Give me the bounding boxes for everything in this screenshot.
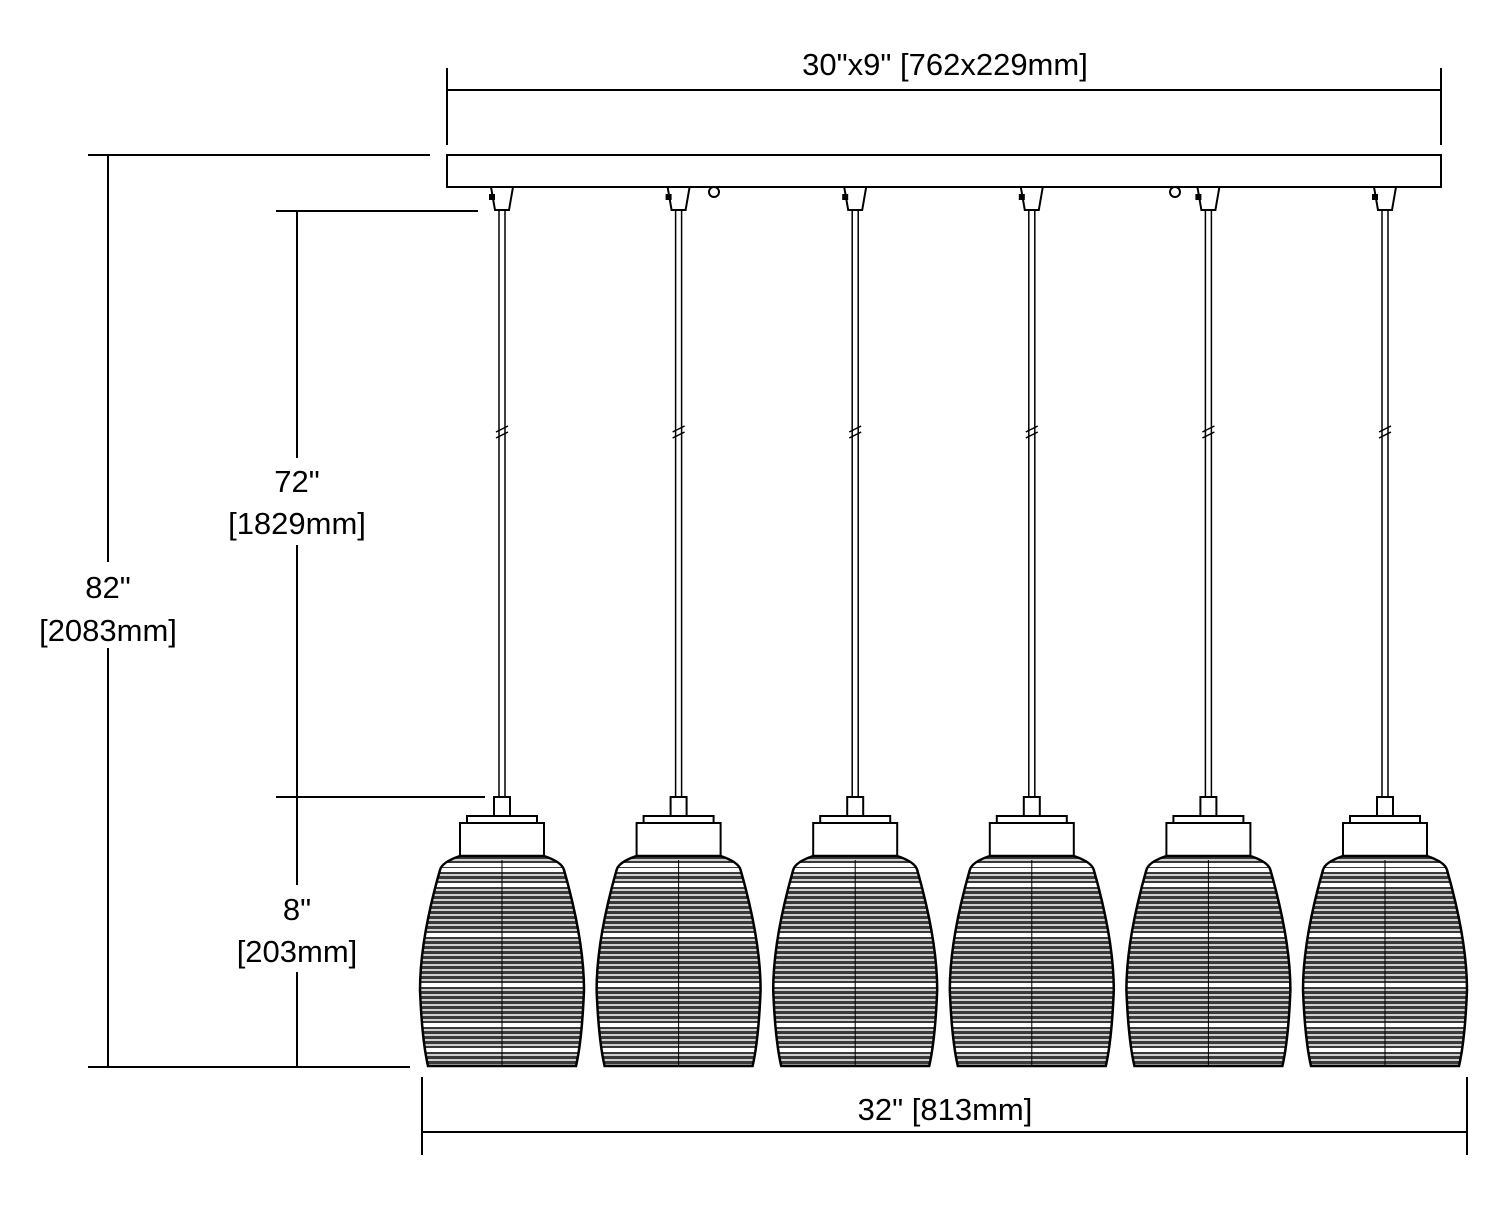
cord-length-in: 72" — [274, 464, 320, 499]
socket-cap — [1349, 815, 1421, 824]
set-screw — [489, 194, 495, 200]
pendant — [1301, 186, 1469, 1068]
set-screw — [1018, 194, 1025, 200]
shade-outline — [418, 854, 586, 1068]
overall-width-dimension: 32" [813mm] — [421, 1077, 1468, 1155]
socket-nipple — [669, 796, 688, 817]
pendant — [1125, 186, 1292, 1068]
socket-nipple — [1022, 796, 1041, 817]
socket-collar — [1165, 822, 1252, 857]
cord-grip — [489, 186, 515, 211]
socket-nipple — [1199, 796, 1218, 817]
cord-length-mm: [1829mm] — [228, 506, 366, 541]
set-screw — [1195, 194, 1202, 200]
cord-grip — [1196, 186, 1221, 211]
cord-grip — [843, 186, 868, 211]
shade-outline — [948, 854, 1116, 1068]
socket-nipple — [493, 796, 511, 817]
canopy — [446, 154, 1442, 188]
set-screw — [665, 194, 672, 200]
socket-cap — [819, 815, 892, 824]
shade-height-in: 8" — [283, 892, 311, 927]
overall-height-dimension: 82" [2083mm] — [39, 154, 430, 1068]
socket-collar — [1342, 822, 1428, 857]
canopy-screw — [1169, 186, 1181, 198]
shade-outline — [1301, 854, 1469, 1068]
break-mark — [672, 425, 685, 439]
shade-height-dimension: 8" [203mm] — [237, 797, 358, 1067]
pendant — [418, 186, 586, 1068]
socket-cap — [1172, 815, 1245, 824]
shade-height-mm: [203mm] — [237, 934, 358, 969]
overall-height-mm: [2083mm] — [39, 613, 177, 648]
shade-ribs — [1303, 859, 1467, 1066]
shade-outline — [1125, 854, 1292, 1068]
shade-ribs — [420, 859, 584, 1066]
pendant — [771, 186, 939, 1068]
overall-width-label: 32" [813mm] — [858, 1092, 1033, 1127]
break-mark — [495, 425, 509, 439]
canopy-dimension-label: 30"x9" [762x229mm] — [802, 47, 1088, 82]
canopy-width-dimension: 30"x9" [762x229mm] — [446, 47, 1442, 145]
socket-cap — [995, 815, 1068, 824]
cord-grip — [1372, 186, 1398, 211]
canopy-screw — [708, 186, 720, 198]
break-mark — [1378, 425, 1392, 439]
socket-cap — [642, 815, 715, 824]
break-mark — [848, 425, 862, 439]
cord-length-dimension: 72" [1829mm] — [228, 210, 485, 798]
socket-collar — [459, 822, 545, 857]
set-screw — [842, 194, 849, 200]
set-screw — [1372, 194, 1378, 200]
socket-collar — [635, 822, 722, 857]
socket-collar — [988, 822, 1075, 857]
overall-height-in: 82" — [85, 570, 131, 605]
pendant — [595, 186, 762, 1068]
cord-grip — [666, 186, 691, 211]
socket-collar — [812, 822, 899, 857]
shade-outline — [595, 854, 762, 1068]
socket-nipple — [846, 796, 865, 817]
shade-outline — [771, 854, 939, 1068]
socket-nipple — [1376, 796, 1394, 817]
socket-cap — [466, 815, 538, 824]
break-mark — [1025, 425, 1039, 439]
pendants — [418, 186, 1469, 1068]
cord-grip — [1019, 186, 1044, 211]
pendant — [948, 186, 1116, 1068]
break-mark — [1202, 425, 1215, 439]
